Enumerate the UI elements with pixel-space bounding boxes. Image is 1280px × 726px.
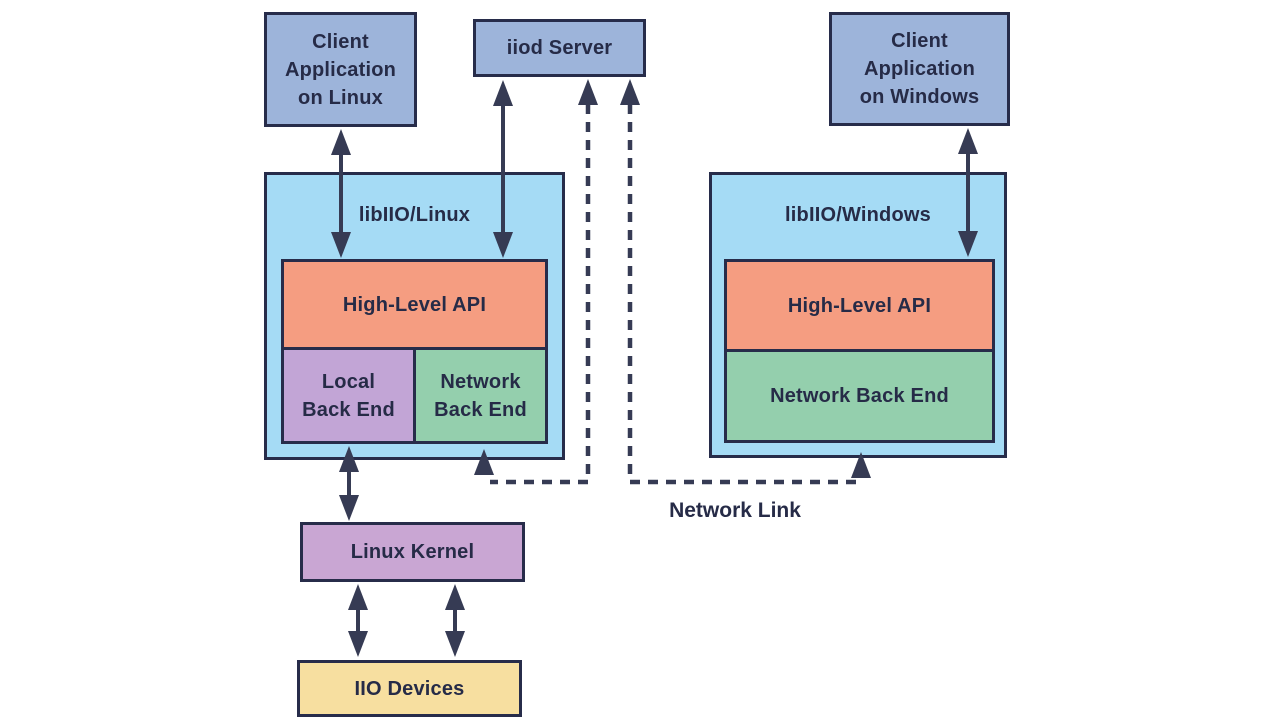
local-back-end-box: Local Back End: [281, 347, 416, 444]
client-application-linux-box: Client Application on Linux: [264, 12, 417, 127]
iiod-server-box: iiod Server: [473, 19, 646, 77]
arrow-linux-kernel-iio-devices-left: [348, 584, 368, 657]
iiod-server-label: iiod Server: [506, 37, 613, 59]
libiio-windows-label: libIIO/Windows: [785, 204, 931, 226]
linux-kernel-label: Linux Kernel: [350, 541, 475, 563]
linux-kernel-box: Linux Kernel: [300, 522, 525, 582]
local-back-end-label: Local Back End: [302, 370, 395, 421]
arrow-linux-kernel-iio-devices-right: [445, 584, 465, 657]
iio-devices-box: IIO Devices: [297, 660, 522, 717]
iio-devices-label: IIO Devices: [354, 677, 465, 700]
network-back-end-linux-label: Network Back End: [434, 370, 527, 421]
high-level-api-windows-label: High-Level API: [787, 294, 932, 317]
network-back-end-windows-label: Network Back End: [770, 385, 949, 407]
high-level-api-linux-label: High-Level API: [342, 293, 487, 316]
high-level-api-windows-box: High-Level API: [724, 259, 995, 352]
client-application-windows-box: Client Application on Windows: [829, 12, 1010, 126]
high-level-api-linux-box: High-Level API: [281, 259, 548, 350]
network-back-end-linux-box: Network Back End: [413, 347, 548, 444]
network-link-label: Network Link: [669, 499, 801, 522]
client-application-windows-label: Client Application on Windows: [859, 30, 980, 108]
client-application-linux-label: Client Application on Linux: [284, 30, 397, 109]
network-back-end-windows-box: Network Back End: [724, 349, 995, 443]
libiio-linux-label: libIIO/Linux: [358, 204, 471, 226]
